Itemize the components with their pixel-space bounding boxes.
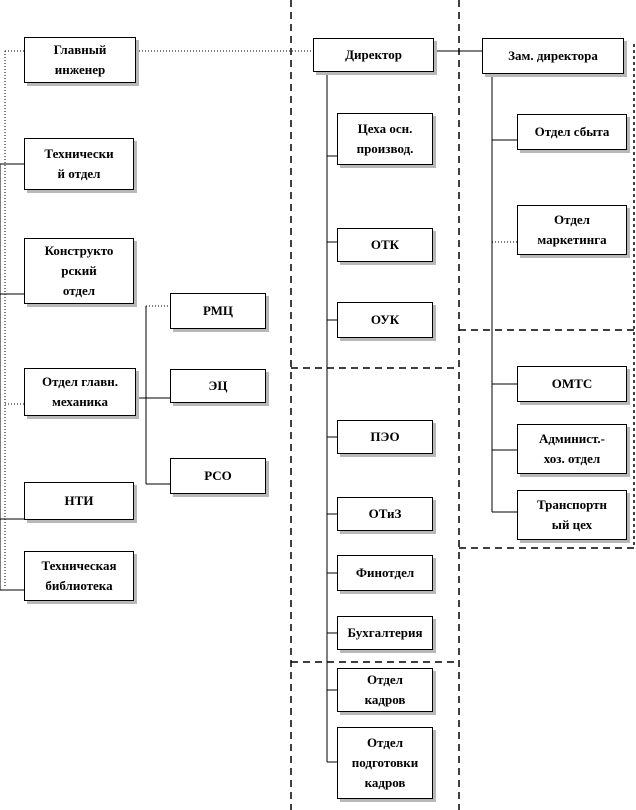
node-admin: Админист.- хоз. отдел xyxy=(517,424,627,474)
node-rmc: РМЦ xyxy=(170,293,266,329)
node-otiz: ОТиЗ xyxy=(337,497,433,531)
node-ouk: ОУК xyxy=(337,302,433,338)
node-marketing: Отдел маркетинга xyxy=(517,205,627,255)
node-chief-mechanic-dept: Отдел главн. механика xyxy=(24,368,136,416)
node-tech-library: Техническая библиотека xyxy=(24,551,134,601)
node-director: Директор xyxy=(313,38,434,72)
node-hr: Отдел кадров xyxy=(337,668,433,712)
node-ec: ЭЦ xyxy=(170,369,266,403)
node-main-production: Цеха осн. производ. xyxy=(337,113,433,165)
node-rso: РСО xyxy=(170,458,266,494)
node-nti: НТИ xyxy=(24,482,134,520)
node-deputy-director: Зам. директора xyxy=(482,38,624,74)
node-otk: ОТК xyxy=(337,228,433,262)
node-chief-engineer: Главный инженер xyxy=(24,37,136,83)
node-transport: Транспортн ый цех xyxy=(517,490,627,540)
node-omts: ОМТС xyxy=(517,366,627,402)
node-accounting: Бухгалтерия xyxy=(337,616,433,650)
node-peo: ПЭО xyxy=(337,420,433,454)
node-tech-dept: Технически й отдел xyxy=(24,138,134,190)
node-design-dept: Конструкто рский отдел xyxy=(24,238,134,304)
node-sales: Отдел сбыта xyxy=(517,114,627,150)
node-training: Отдел подготовки кадров xyxy=(337,727,433,799)
node-finance: Финотдел xyxy=(337,555,433,591)
